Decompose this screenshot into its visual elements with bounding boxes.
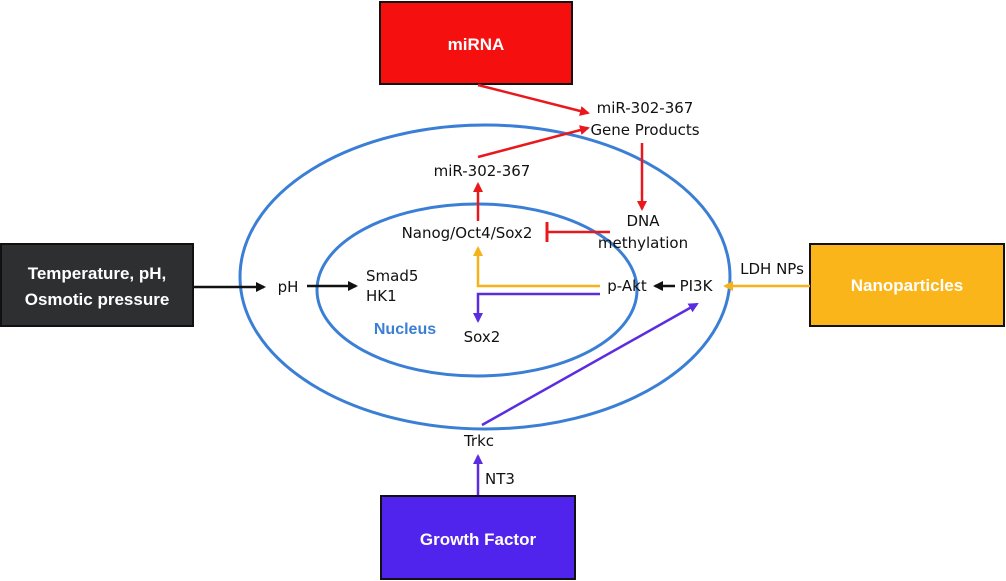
arrow-mirna-to-gene-products — [477, 83, 590, 116]
ph-label: pH — [278, 278, 299, 296]
mir-302-367-label: miR-302-367 — [434, 162, 531, 180]
mirna-box — [379, 1, 573, 85]
arrow-trkc-to-pi3k — [481, 302, 699, 427]
arrow-pakt-to-sox2 — [473, 292, 600, 323]
dna-methylation-label-line2: methylation — [598, 234, 688, 252]
trkc-label: Trkc — [463, 432, 494, 450]
hk1-label: HK1 — [366, 287, 397, 305]
pi3k-label: PI3K — [680, 277, 714, 295]
growth-factor-box-label: Growth Factor — [420, 530, 537, 549]
gene-products-label-line1: miR-302-367 — [597, 99, 694, 117]
environment-box-label-line2: Osmotic pressure — [25, 290, 170, 309]
growth-factor-box — [380, 495, 576, 580]
nucleus-label: Nucleus — [374, 321, 436, 338]
environment-box — [0, 243, 194, 327]
cell-membrane — [238, 123, 732, 431]
smad5-label: Smad5 — [366, 267, 418, 285]
mirna-box-label: miRNA — [448, 35, 505, 54]
arrow-pakt-to-nanog — [473, 246, 600, 288]
nanog-oct4-sox2-label: Nanog/Oct4/Sox2 — [402, 224, 533, 242]
gene-products-label-line2: Gene Products — [590, 121, 699, 139]
nt3-label: NT3 — [485, 470, 515, 488]
environment-box-label-line1: Temperature, pH, — [28, 264, 167, 283]
nanoparticles-box-label: Nanoparticles — [851, 276, 963, 295]
dna-methylation-label-line1: DNA — [626, 212, 660, 230]
p-akt-label: p-Akt — [607, 277, 647, 295]
sox2-label: Sox2 — [464, 328, 501, 346]
ldh-nps-label: LDH NPs — [740, 260, 804, 278]
arrow-mir302-to-gene-products — [477, 125, 590, 159]
